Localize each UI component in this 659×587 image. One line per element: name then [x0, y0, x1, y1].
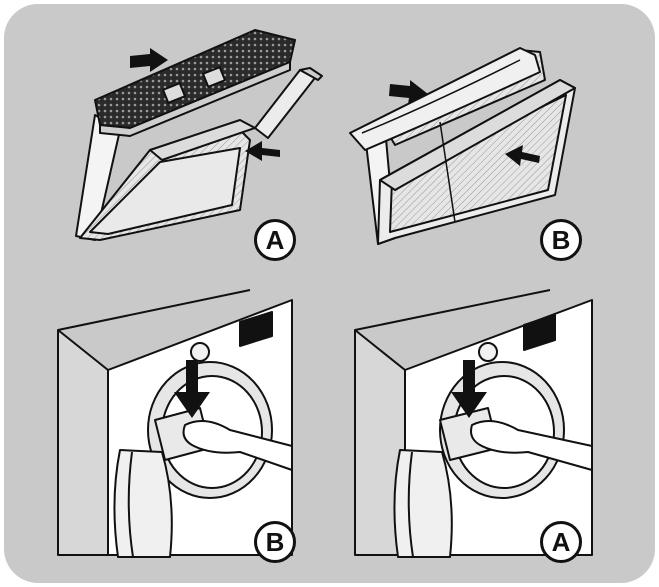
filter-b-open-drawing	[349, 47, 576, 245]
filter-a-open-drawing	[75, 29, 323, 241]
dryer-door-icon	[478, 342, 498, 362]
arrow-icon	[174, 360, 210, 418]
panel-label-badge: B	[254, 521, 296, 563]
arrow-icon	[451, 360, 487, 418]
dryer-a-drawing	[354, 289, 593, 558]
arrow-icon	[245, 141, 280, 161]
hand-icon	[182, 420, 293, 471]
dryer-door-icon	[190, 342, 210, 362]
panel-label-badge: A	[254, 219, 296, 261]
arrow-icon	[505, 145, 540, 166]
panel-label-badge: A	[540, 521, 582, 563]
dryer-b-drawing	[57, 289, 293, 558]
arrow-icon	[130, 48, 168, 72]
arrow-icon	[389, 80, 428, 104]
panel-label-badge: B	[540, 219, 582, 261]
hand-icon	[470, 420, 593, 471]
